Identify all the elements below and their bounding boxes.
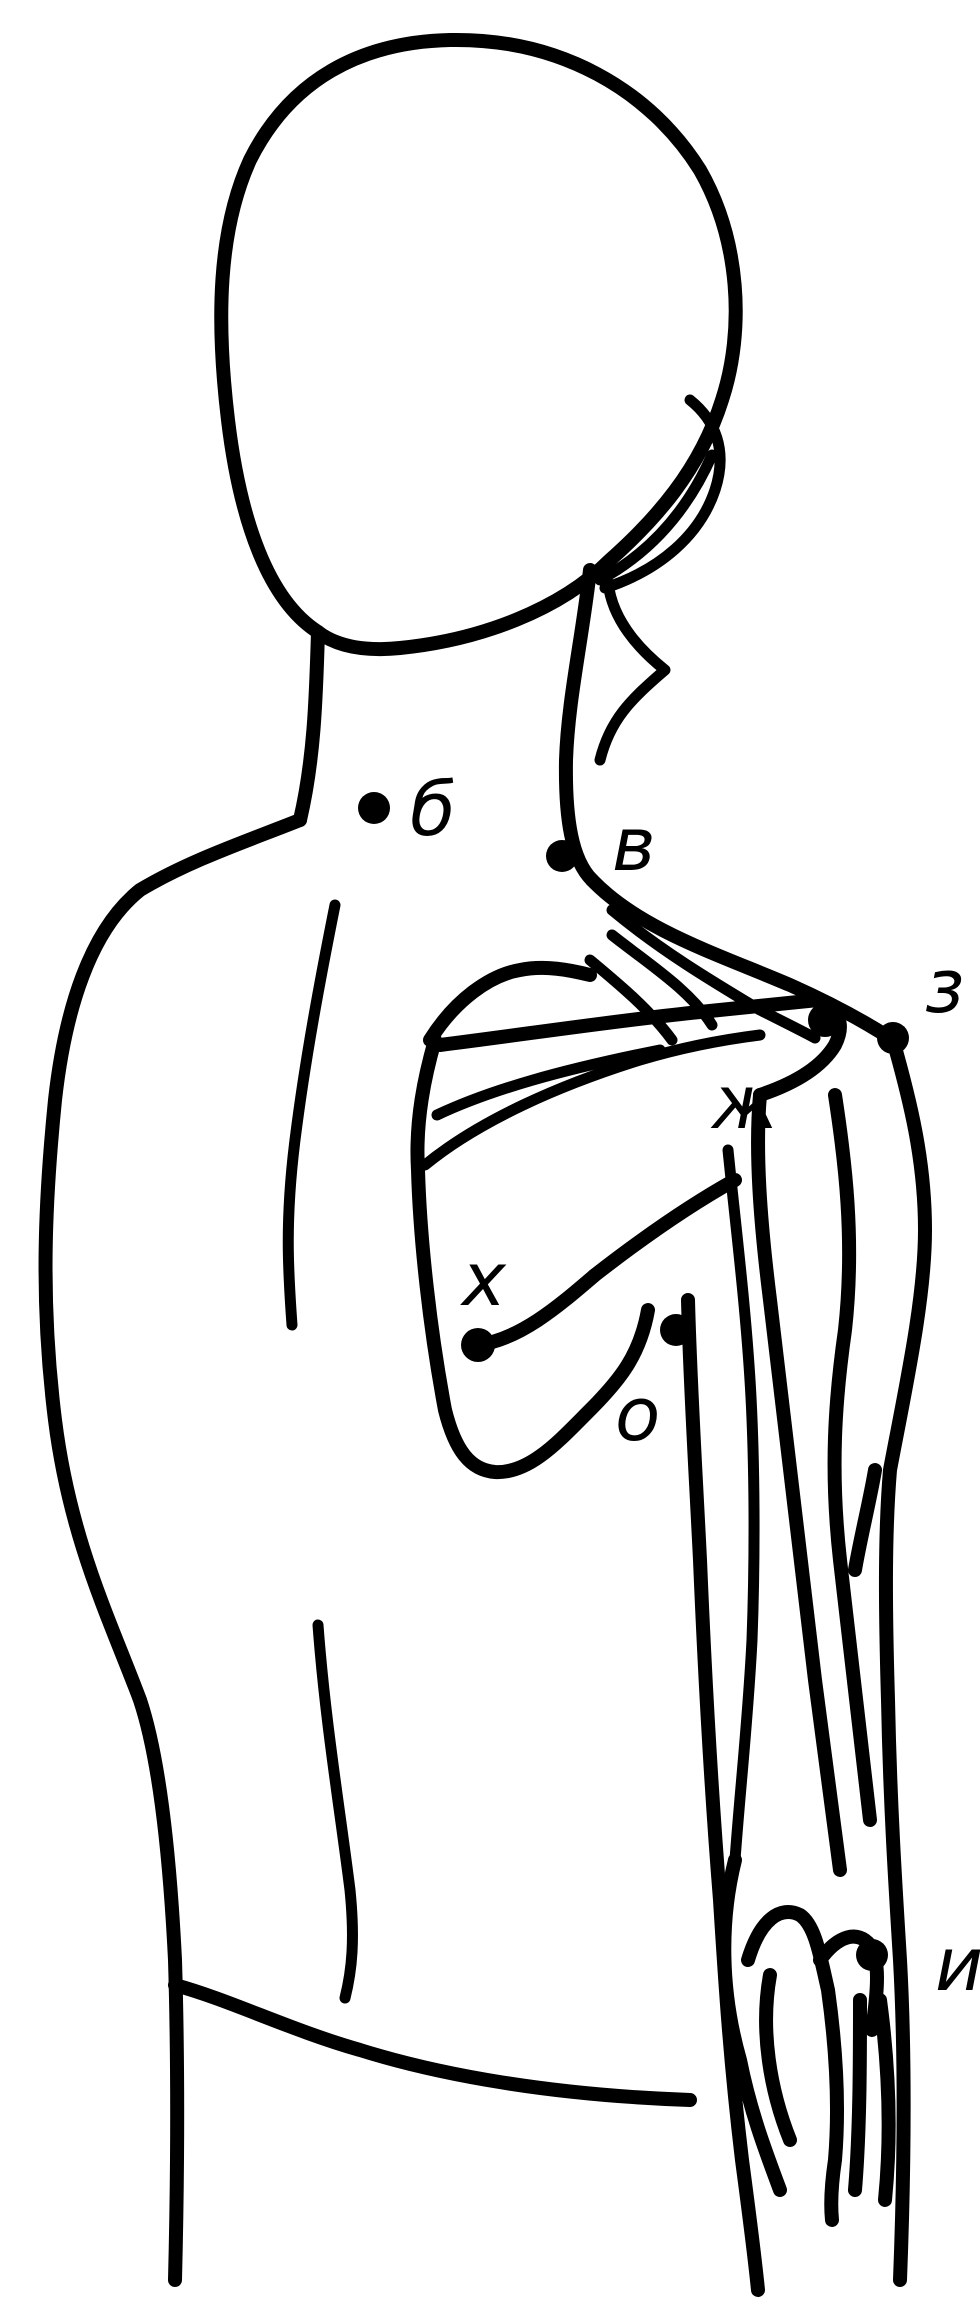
point-i-dot	[856, 1939, 888, 1971]
triceps-line	[728, 1150, 754, 1860]
finger-line-4	[880, 2000, 889, 2200]
axilla-line	[688, 1300, 758, 2290]
point-z-dot	[877, 1022, 909, 1054]
point-i-label: и	[935, 1922, 980, 2008]
point-b-dot	[358, 792, 390, 824]
arm-outer-inner-line	[855, 1470, 875, 1570]
point-z-label: з	[925, 944, 964, 1030]
neck-muscle-line	[600, 582, 665, 760]
point-v-dot	[546, 840, 578, 872]
point-zh-label: ж	[710, 1060, 779, 1146]
point-kh-label: х	[460, 1237, 507, 1323]
waist-outline	[175, 1985, 690, 2100]
neck-right-outline	[566, 570, 592, 880]
infraspinatus-line	[477, 1180, 735, 1345]
point-o-dot	[660, 1314, 692, 1346]
neck-left-outline	[300, 632, 318, 820]
finger-line-3	[855, 2000, 860, 2190]
point-zh-dot	[808, 1003, 842, 1037]
arm-middle-line	[835, 1095, 870, 1820]
arm-inner-outline	[758, 1095, 840, 1870]
point-v-label: в	[612, 802, 656, 888]
point-o-label: о	[615, 1372, 660, 1458]
point-b-label: б	[410, 767, 456, 853]
back-left-outline	[46, 820, 300, 2280]
point-kh-dot	[461, 1328, 495, 1362]
spine-upper-line	[288, 905, 335, 1325]
finger-line-1	[766, 1975, 790, 2140]
spine-lower-line	[318, 1625, 352, 1998]
scapula-inner-line	[437, 1050, 660, 1115]
